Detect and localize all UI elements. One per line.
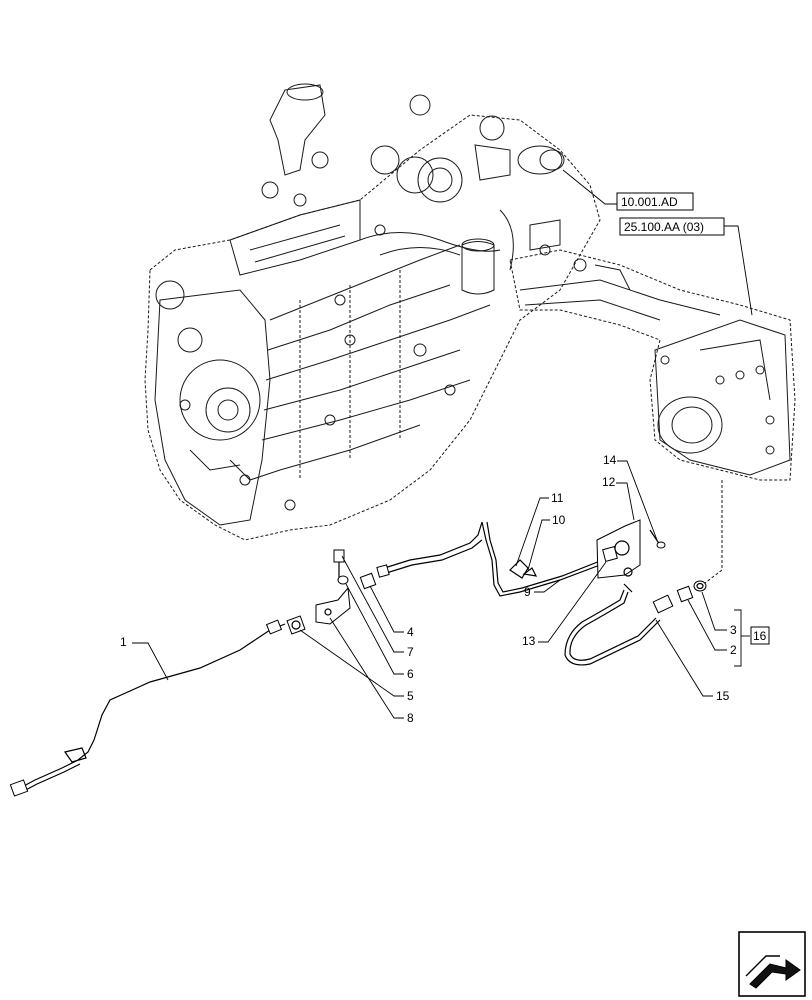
svg-text:2: 2 [730,643,737,657]
part-8-bracket [315,586,351,625]
svg-text:1: 1 [120,635,127,649]
svg-text:8: 8 [407,711,414,725]
callout-14: 14 [603,453,658,541]
svg-text:14: 14 [603,453,617,467]
callout-9: 9 [524,579,561,599]
svg-text:5: 5 [407,689,414,703]
callout-5: 5 [299,629,414,703]
part-10-11-clamps [509,559,538,579]
callout-7: 7 [341,555,414,659]
svg-text:7: 7 [407,645,414,659]
next-page-arrow-icon[interactable] [738,931,806,997]
svg-text:11: 11 [551,491,564,505]
callout-13: 13 [522,561,607,648]
callout-10: 10 [527,513,566,571]
part-9-pipe [376,521,613,597]
callout-6: 6 [345,583,414,681]
part-15-hose [564,583,674,666]
part-2-adapter [676,585,694,603]
callout-11: 11 [515,491,564,567]
part-7-bolt [333,549,345,578]
svg-text:12: 12 [602,475,616,489]
part-12-bracket [596,519,641,579]
svg-text:15: 15 [716,689,730,703]
part-4-nut [359,572,377,590]
callout-3: 3 [701,591,737,637]
part-1-pipe [9,619,286,797]
part-6-washer [337,575,349,585]
callout-12: 12 [602,475,635,521]
callout-15: 15 [655,619,730,703]
part-14-screw [649,529,666,549]
reference-25-100-aa[interactable]: 25.100.AA (03) [619,217,753,316]
svg-text:10.001.AD: 10.001.AD [621,195,678,209]
callout-1: 1 [120,635,169,681]
svg-text:25.100.AA (03): 25.100.AA (03) [624,220,704,234]
svg-text:3: 3 [730,623,737,637]
svg-text:10: 10 [552,513,566,527]
reference-10-001-ad[interactable]: 10.001.AD [562,169,694,211]
part-5-fitting [286,615,306,635]
svg-text:13: 13 [522,634,536,648]
svg-text:16: 16 [753,629,767,643]
svg-text:6: 6 [407,667,414,681]
engine-assembly-drawing [144,83,796,584]
callout-4: 4 [369,585,414,639]
svg-text:9: 9 [524,585,531,599]
svg-text:4: 4 [407,625,414,639]
callout-8: 8 [329,617,414,725]
part-3-seal [693,580,707,592]
callout-16-box: 16 [734,609,770,667]
callout-2: 2 [687,599,737,657]
